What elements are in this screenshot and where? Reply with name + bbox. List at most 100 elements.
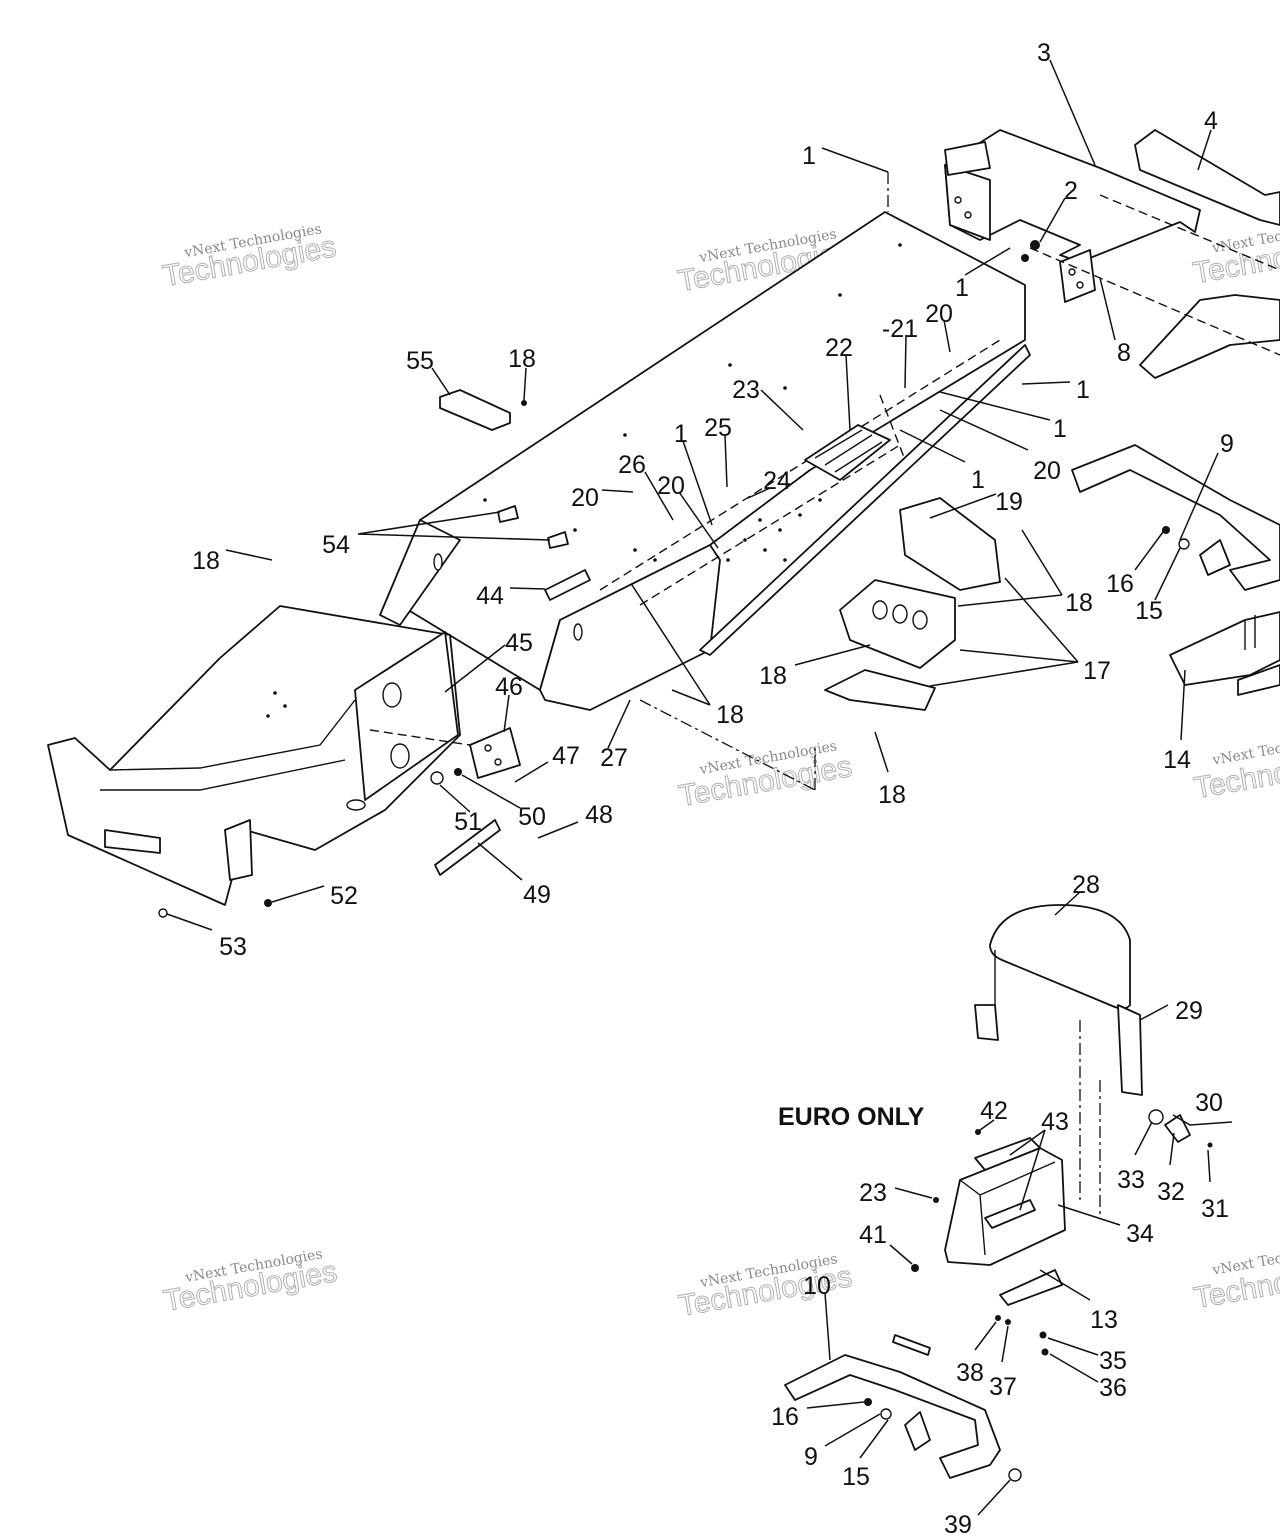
- rivet: [758, 518, 762, 522]
- watermark: Technologies vNext Technologies: [1191, 729, 1280, 806]
- callout-15: 15: [1135, 597, 1163, 625]
- callout-23: 23: [732, 376, 760, 404]
- bracket-hole: [872, 600, 888, 620]
- rail-part-9: [1071, 444, 1280, 591]
- callout-24: 24: [763, 467, 791, 495]
- leader-line: [943, 319, 951, 353]
- leader-line: [724, 434, 728, 488]
- rivet: [728, 363, 732, 367]
- bolt-hole: [964, 211, 972, 219]
- leader-line: [760, 389, 804, 431]
- bracket-alignment-line: [1099, 194, 1280, 271]
- leader-line: [1179, 452, 1219, 541]
- leader-line: [939, 409, 1029, 451]
- callout-28: 28: [1072, 871, 1100, 899]
- rear-frame-assembly: [47, 605, 471, 906]
- bolt-31: [1207, 1142, 1213, 1148]
- plate-part-15b: [904, 1411, 931, 1451]
- plate-part-54b: [547, 531, 569, 549]
- washer-38: [995, 1315, 1001, 1321]
- bracket-side-plate: [944, 164, 991, 241]
- callout-18: 18: [508, 345, 536, 373]
- watermark: Technologies vNext Technologies: [1190, 217, 1280, 291]
- leader-line: [1172, 1114, 1233, 1126]
- leader-line: [806, 1401, 865, 1409]
- leader-line: [1099, 277, 1116, 341]
- bolt: [1030, 240, 1040, 250]
- leader-line: [1057, 1204, 1121, 1226]
- frame-rivet: [266, 714, 270, 718]
- rear-frame-side-plate: [354, 631, 459, 801]
- rivet: [818, 498, 822, 502]
- callout-20: 20: [925, 300, 953, 328]
- leader-line: [607, 699, 631, 749]
- callout-30: 30: [1195, 1089, 1223, 1117]
- leader-line: [1134, 531, 1164, 571]
- callout-31: 31: [1201, 1195, 1229, 1223]
- leader-line: [979, 1119, 995, 1131]
- leader-line: [644, 471, 674, 521]
- leader-line: [845, 354, 851, 431]
- callout-18: 18: [878, 781, 906, 809]
- leader-line: [1049, 1353, 1099, 1383]
- knob-part-32: [1164, 1114, 1191, 1143]
- rivet: [483, 498, 487, 502]
- leader-line: [1134, 1121, 1153, 1156]
- leader-line: [1039, 197, 1066, 243]
- leader-line: [461, 774, 521, 809]
- block-part-14b: [1237, 664, 1280, 696]
- callout-22: 22: [825, 334, 853, 362]
- callout-50: 50: [518, 803, 546, 831]
- callout-34: 34: [1126, 1220, 1154, 1248]
- bracket-part-34: [944, 1147, 1066, 1266]
- frame-foot-tab: [104, 829, 161, 854]
- leader-line: [682, 440, 713, 526]
- washer-15b: [880, 1408, 892, 1420]
- rivet: [633, 548, 637, 552]
- leader-line: [904, 334, 907, 389]
- tunnel-hidden-edge: [639, 444, 901, 606]
- heat-exchanger-part-22: [804, 424, 891, 481]
- bracket-part-17: [839, 579, 956, 669]
- watermark: Technologies vNext Technologies: [160, 221, 339, 293]
- tunnel-hole: [573, 623, 583, 641]
- backrest-post-29: [1117, 1004, 1143, 1096]
- callout-20: 20: [571, 484, 599, 512]
- tunnel-hole: [433, 553, 443, 571]
- leader-line: [439, 784, 471, 813]
- rivet: [623, 433, 627, 437]
- rivet: [798, 513, 802, 517]
- callout-33: 33: [1117, 1166, 1145, 1194]
- rivet: [726, 558, 730, 562]
- callout-18: 18: [759, 662, 787, 690]
- bracket-alignment-line: [1029, 247, 1280, 356]
- callout-3: 3: [1037, 39, 1051, 67]
- callout-39: 39: [944, 1511, 972, 1536]
- callout-49: 49: [523, 881, 551, 909]
- tunnel-hidden-edge: [879, 394, 906, 461]
- backrest-pad-28: [989, 904, 1131, 1010]
- callout-54: 54: [322, 531, 350, 559]
- nut: [1021, 254, 1029, 262]
- callout-16: 16: [1106, 570, 1134, 598]
- leader-line: [678, 491, 719, 549]
- bolt-16: [1162, 526, 1170, 534]
- leader-line: [1049, 59, 1096, 166]
- bracket-end-plate: [1059, 249, 1096, 303]
- frame-rivet: [283, 704, 287, 708]
- leader-lines: [166, 59, 1233, 1516]
- rivet: [783, 558, 787, 562]
- bolt-16b: [864, 1398, 872, 1406]
- bracket-part-44: [544, 569, 591, 601]
- callout-41: 41: [859, 1221, 887, 1249]
- nut-part-50: [454, 768, 462, 776]
- callout-26: 26: [618, 451, 646, 479]
- leader-line: [894, 1187, 933, 1199]
- frame-slot-plate: [224, 819, 253, 881]
- leader-line: [824, 1413, 881, 1447]
- callout-52: 52: [330, 882, 358, 910]
- leader-line: [503, 694, 510, 733]
- bracket-part-34-detail: [959, 1161, 1056, 1256]
